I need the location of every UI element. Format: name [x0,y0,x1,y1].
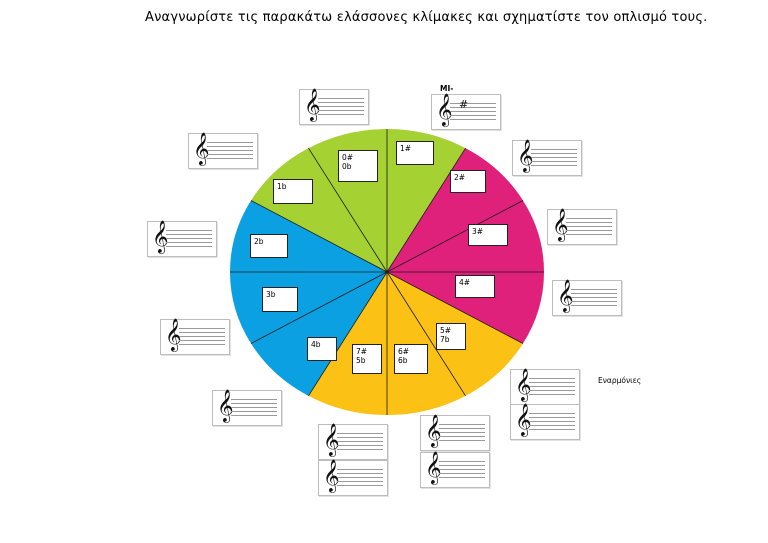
slot-5-sharp-7-flat: 5# 7b [436,323,466,350]
staff-lines [531,149,577,166]
staff-box: 𝄞 [318,423,388,460]
staff-lines [439,461,485,478]
wheel-divider [386,200,524,273]
wheel-divider [308,147,388,273]
wheel-divider [308,271,388,397]
treble-clef-icon: 𝄞 [515,368,532,401]
staff-lines [337,433,383,450]
slot-7-sharp-line: 7# [356,347,368,356]
staff-lines [566,218,612,235]
treble-clef-icon: 𝄞 [152,220,169,253]
treble-clef-icon: 𝄞 [552,208,569,241]
wheel-sector-yellow [387,272,466,415]
staff-box: 𝄞 [510,368,580,405]
treble-clef-icon: 𝄞 [517,139,534,172]
wheel-divider [386,271,524,344]
wheel-sector-magenta [387,272,544,344]
wheel-sector-magenta [387,200,544,272]
staff-box: 𝄞 [552,279,622,316]
staff-box: 𝄞 [147,220,217,257]
treble-clef-icon: 𝄞 [304,88,321,121]
slot-3-flat: 3b [262,287,298,312]
slot-0-line-1: 0# [342,153,354,162]
slot-2-sharp: 2# [450,170,486,193]
treble-clef-icon: 𝄞 [193,132,210,165]
wheel-divider [250,271,388,344]
staff-box: 𝄞 [188,132,258,169]
instruction-title: Αναγνωρίστε τις παρακάτω ελάσσονες κλίμα… [145,10,708,25]
staff-box: 𝄞 [510,403,580,440]
slot-5-flat-line: 5b [356,356,366,365]
enharmonic-label: Εναρμόνιες [598,376,642,385]
staff-box: 𝄞 [160,318,230,355]
staff-lines [207,142,253,159]
slot-7-sharp-5-flat: 7# 5b [352,344,382,374]
staff-box: 𝄞 [299,88,369,125]
treble-clef-icon: 𝄞 [425,414,442,447]
wheel-divider [386,271,466,397]
slot-1-flat: 1b [273,179,313,204]
wheel-sector-blue [251,272,387,396]
slot-5-sharp-line: 5# [440,326,452,335]
staff-lines [571,289,617,306]
slot-4-sharp-line: 4# [459,278,471,287]
treble-clef-icon: 𝄞 [515,403,532,436]
staff-lines [529,378,575,395]
slot-2-flat-line: 2b [254,237,264,246]
treble-clef-icon: 𝄞 [165,318,182,351]
slot-7-flat-line: 7b [440,335,450,344]
slot-6-sharp-6-flat: 6# 6b [394,344,428,374]
wheel-dividers [230,129,544,415]
wheel-sectors [230,129,544,415]
staff-lines [450,103,496,120]
sharp-accidental: # [459,98,469,111]
staff-lines [179,328,225,345]
treble-clef-icon: 𝄞 [217,389,234,422]
staff-lines [529,413,575,430]
slot-0-line-2: 0b [342,162,352,171]
example-key-label: ΜΙ- [440,84,454,93]
treble-clef-icon: 𝄞 [425,451,442,484]
staff-box: 𝄞 [547,208,617,245]
wheel-divider [386,147,466,273]
treble-clef-icon: 𝄞 [436,93,453,126]
staff-box-example: 𝄞 # [431,93,501,130]
staff-box: 𝄞 [318,459,388,496]
slot-2-sharp-line: 2# [454,173,466,182]
staff-box: 𝄞 [420,451,490,488]
staff-lines [439,424,485,441]
wheel-sector-magenta [387,148,523,272]
staff-box: 𝄞 [212,389,282,426]
slot-1-sharp: 1# [396,141,434,165]
staff-lines [318,98,364,115]
slot-4-sharp: 4# [455,275,495,298]
slot-3-flat-line: 3b [266,290,276,299]
slot-4-flat-line: 4b [311,340,321,349]
slot-1-sharp-line: 1# [400,144,412,153]
slot-6-flat-line: 6b [398,356,408,365]
slot-0: 0# 0b [338,150,378,182]
wheel-sector-yellow [308,272,387,415]
slot-3-sharp: 3# [468,224,508,246]
slot-6-sharp-line: 6# [398,347,410,356]
staff-box: 𝄞 [512,139,582,176]
treble-clef-icon: 𝄞 [557,279,574,312]
slot-2-flat: 2b [250,234,288,258]
staff-box: 𝄞 [420,414,490,451]
treble-clef-icon: 𝄞 [323,423,340,456]
wheel-divider [250,200,388,273]
treble-clef-icon: 𝄞 [323,459,340,492]
staff-lines [337,469,383,486]
staff-lines [231,399,277,416]
slot-3-sharp-line: 3# [472,227,484,236]
slot-1-flat-line: 1b [277,182,287,191]
staff-lines [166,230,212,247]
slot-4-flat: 4b [307,337,337,361]
